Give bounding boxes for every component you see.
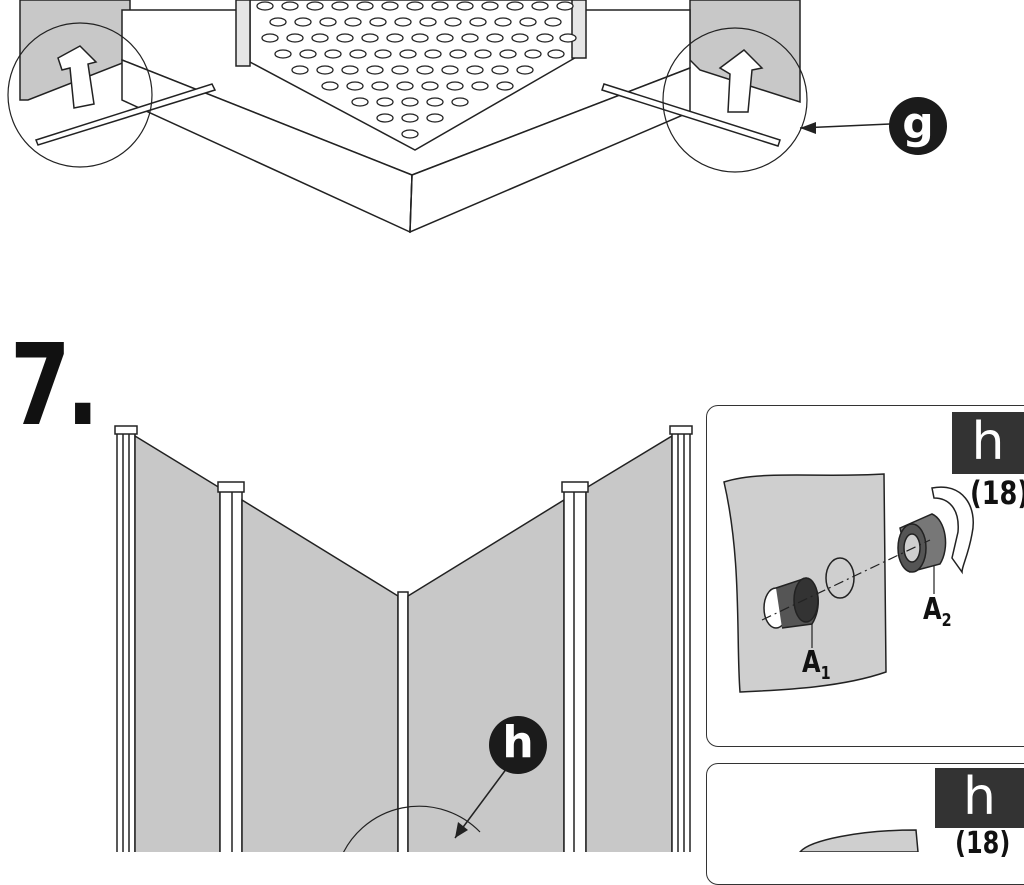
right-detail-circle — [662, 27, 808, 173]
right-seal-strip — [601, 83, 781, 147]
left-seal-strip — [35, 83, 217, 146]
right-fixed-glass — [585, 434, 673, 852]
shower-enclosure-illustration — [114, 425, 693, 852]
detail-illustration-1 — [723, 473, 974, 693]
tray-right-post — [571, 0, 587, 59]
part-label-a1: A1 — [802, 645, 831, 684]
anti-slip-pattern — [256, 1, 577, 139]
corner-post — [397, 591, 409, 852]
callout-h: h — [489, 716, 547, 774]
right-sliding-glass — [407, 498, 565, 852]
detail-2-quantity: (18) — [955, 826, 1011, 861]
left-detail-circle — [7, 22, 153, 168]
instruction-sheet: 7. g h h (18) A1 A2 h (18) — [7, 0, 1024, 885]
detail-1-tag: h — [952, 412, 1024, 474]
rotate-arrow-icon — [931, 486, 974, 575]
bottom-detail-circle — [343, 805, 481, 852]
step-number: 7. — [10, 321, 99, 451]
detail-1-quantity: (18) — [970, 474, 1024, 512]
left-fixed-glass — [134, 434, 221, 852]
tray-left-post — [235, 0, 251, 67]
part-label-a2: A2 — [923, 592, 952, 631]
washer — [825, 557, 855, 599]
callout-g: g — [889, 97, 947, 155]
left-wall-profile — [116, 429, 136, 852]
left-sliding-glass — [241, 498, 399, 852]
assembly-drawing — [7, 0, 974, 852]
left-door-profile — [219, 485, 243, 852]
right-wall-profile — [671, 429, 691, 852]
detail-illustration-2 — [799, 829, 919, 852]
wall-surface-2 — [799, 829, 919, 852]
right-door-profile — [563, 485, 587, 852]
shower-tray-illustration — [7, 0, 891, 234]
right-up-arrow-icon — [718, 49, 764, 113]
detail-2-tag: h — [935, 768, 1024, 828]
left-up-arrow-icon — [57, 45, 98, 109]
detail-panel-1 — [706, 405, 1024, 747]
